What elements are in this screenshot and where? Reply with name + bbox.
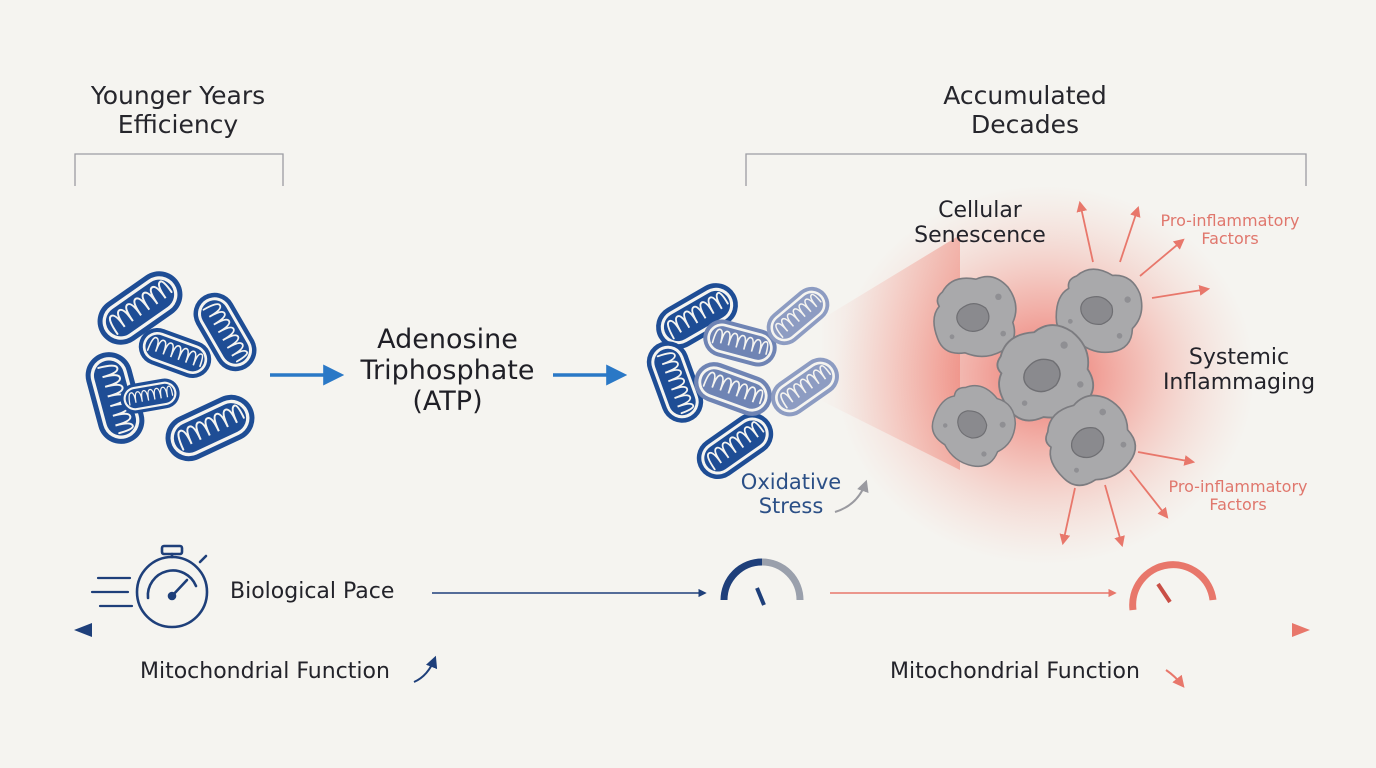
atp-line3: (ATP) bbox=[412, 386, 483, 418]
oxidative-stress-label: Oxidative Stress bbox=[728, 470, 854, 518]
mitochondrial-function-left-label: Mitochondrial Function bbox=[140, 659, 390, 684]
cellular-senescence-label: Cellular Senescence bbox=[900, 198, 1060, 249]
aging-mitochondria-cluster bbox=[639, 274, 848, 489]
oxidative-stress-arrow bbox=[834, 479, 869, 513]
pro-inflammatory-factors-bottom: Pro-inflammatory Factors bbox=[1158, 477, 1318, 515]
arrow-icon bbox=[1137, 451, 1196, 466]
trend-down-icon bbox=[1165, 669, 1185, 688]
younger-years-header: Younger Years Efficiency bbox=[70, 81, 286, 140]
atp-line1: Adenosine bbox=[377, 324, 518, 355]
accumulated-decades-line1: Accumulated bbox=[943, 81, 1107, 110]
gauge-icon bbox=[1129, 561, 1217, 611]
pro-inflammatory-arrows bbox=[1059, 200, 1211, 548]
atp-label: Adenosine Triphosphate (ATP) bbox=[340, 324, 555, 417]
axis-left-arrowhead bbox=[74, 623, 92, 637]
trend-up-icon bbox=[413, 655, 438, 683]
pro-inflammatory-bottom-line2: Factors bbox=[1209, 495, 1267, 515]
mitochondrial-function-right-label: Mitochondrial Function bbox=[890, 659, 1140, 684]
younger-years-line1: Younger Years bbox=[90, 81, 266, 110]
arrow-icon bbox=[1104, 484, 1125, 548]
accumulated-decades-line2: Decades bbox=[971, 109, 1079, 139]
right-bracket bbox=[745, 153, 1307, 186]
senescent-cell-icon bbox=[933, 275, 1017, 358]
arrow-icon bbox=[1139, 238, 1185, 277]
left-bracket bbox=[74, 153, 284, 186]
oxidative-line1: Oxidative bbox=[740, 470, 842, 494]
accumulated-decades-header: Accumulated Decades bbox=[910, 81, 1140, 140]
biological-pace-label: Biological Pace bbox=[230, 579, 395, 604]
axis-right-arrowhead bbox=[1292, 623, 1310, 637]
arrow-icon bbox=[1151, 285, 1211, 299]
arrow-icon bbox=[1119, 205, 1141, 263]
pro-inflammatory-top-line2: Factors bbox=[1201, 229, 1259, 249]
pro-inflammatory-top-line1: Pro-inflammatory bbox=[1160, 211, 1300, 230]
senescence-line1: Cellular bbox=[938, 198, 1022, 223]
mitochondrion-icon bbox=[687, 355, 779, 423]
atp-line2: Triphosphate bbox=[360, 355, 535, 387]
healthy-mitochondria-cluster bbox=[79, 261, 266, 470]
inflammaging-line1: Systemic bbox=[1188, 345, 1290, 370]
senescence-line2: Senescence bbox=[914, 223, 1046, 249]
arrow-icon bbox=[1059, 487, 1076, 546]
pro-inflammatory-factors-top: Pro-inflammatory Factors bbox=[1150, 211, 1310, 249]
pro-inflammatory-bottom-line1: Pro-inflammatory bbox=[1168, 477, 1308, 496]
arrow-icon bbox=[1076, 200, 1094, 263]
gauge-icon bbox=[720, 558, 804, 606]
inflammaging-line2: Inflammaging bbox=[1162, 370, 1316, 396]
systemic-inflammaging-label: Systemic Inflammaging bbox=[1150, 345, 1328, 396]
younger-years-line2: Efficiency bbox=[117, 109, 239, 139]
stopwatch-icon bbox=[90, 544, 209, 629]
arrow-icon bbox=[1129, 469, 1169, 519]
oxidative-line2: Stress bbox=[758, 494, 824, 519]
